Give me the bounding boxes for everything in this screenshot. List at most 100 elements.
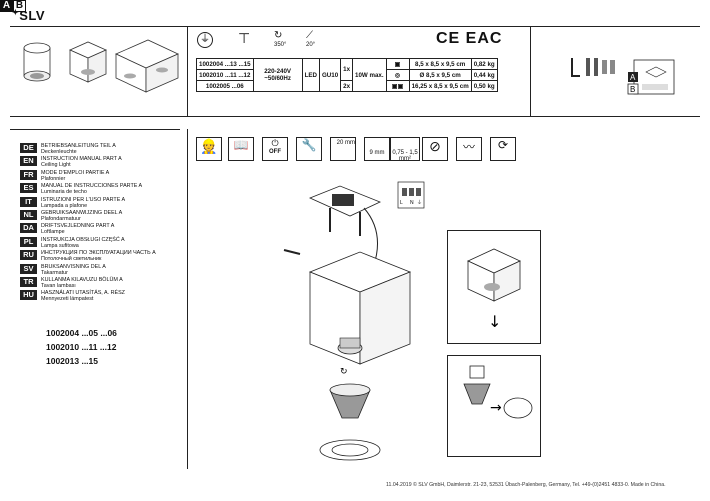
power-rating: 10W max. — [352, 58, 387, 92]
manual-title: INSTRUCTION MANUAL PART A — [41, 156, 122, 163]
manual-title: KULLANMA KILAVUZU BÖLÜM A — [41, 277, 123, 283]
weight: 0,50 kg — [470, 80, 498, 92]
housing-removal-diagram: ↓ — [467, 248, 521, 331]
manual-title: INSTRUKCJA OBSŁUGI CZĘŚĆ A — [41, 236, 125, 243]
table-row: 1002010 ...11 ...12 ◎ Ø 8,5 x 9,5 cm 0,4… — [196, 69, 498, 81]
manual-title: MODE D'EMPLOI PARTIE A — [41, 169, 110, 176]
square-shape-icon: ▣ — [385, 58, 410, 70]
content-divider — [187, 129, 188, 469]
product-name: Plafondarmatuur — [41, 216, 81, 222]
lamp-insert-diagram: → — [463, 365, 533, 419]
header-bottom-divider — [10, 116, 700, 117]
round-shape-icon: ◎ — [385, 69, 410, 81]
down-arrow-icon: ↓ — [488, 312, 501, 331]
model-code: 1002005 ...06 — [196, 80, 254, 92]
language-code: EN — [20, 156, 37, 167]
mounting-bracket — [308, 185, 382, 217]
manual-title: GEBRUIKSAANWIJZING DEEL A — [41, 210, 123, 216]
double-shape-icon: ▣▣ — [385, 80, 410, 92]
product-name: Mennyezeti lámpatest — [41, 296, 94, 303]
right-arrow-icon: → — [490, 400, 502, 416]
product-name: Loftlampe — [41, 229, 65, 236]
model-number: 1002013 ...15 — [46, 356, 98, 366]
rotate-arrow-icon: ↻ — [340, 367, 348, 377]
product-name: Tavan lambası — [41, 283, 76, 289]
manual-title: MANUAL DE INSTRUCCIONES PARTE A — [41, 183, 143, 190]
language-code: RU — [20, 250, 37, 261]
language-code: TR — [20, 277, 37, 287]
table-row: 1002005 ...06 2x ▣▣ 16,25 x 8,5 x 9,5 cm… — [196, 80, 498, 92]
language-code: ES — [20, 183, 37, 194]
terminal-l: L — [400, 200, 403, 206]
gu10-socket — [337, 337, 363, 355]
socket-type: GU10 — [318, 58, 342, 92]
svg-text:A: A — [630, 73, 636, 82]
light-source: LED — [301, 58, 320, 92]
dimensions: 8,5 x 8,5 x 9,5 cm — [408, 58, 472, 70]
tools-icon: 🔧 — [296, 137, 322, 161]
language-code: DE — [20, 143, 37, 153]
header-vdivider-1 — [187, 26, 188, 116]
cover-ring — [319, 439, 381, 461]
language-code: IT — [20, 196, 37, 207]
voltage: 220-240V ~50/60Hz — [252, 58, 303, 92]
lamp-count: 1x — [340, 58, 354, 81]
part-badge: A B — [0, 0, 710, 12]
manual-title: DRIFTSVEJLEDNING PART A — [41, 223, 115, 230]
language-code: NL — [20, 210, 37, 220]
manual-title: BRUKSANVISNING DEL A — [41, 263, 106, 270]
brand-logo: ✦SLV — [12, 8, 46, 23]
detail-panel-1: ↓ — [447, 230, 541, 344]
spec-table: 1002004 ...13 ...15 220-240V ~50/60Hz LE… — [196, 58, 498, 92]
product-name: Lampa sufitowa — [41, 242, 79, 249]
language-code: PL — [20, 236, 37, 247]
terminal-block-icon: L N ⏚ — [397, 181, 425, 209]
terminal-n: N — [410, 200, 414, 206]
connect-icon: ⟳ — [490, 137, 516, 161]
product-name: Потолочный светильник — [41, 256, 102, 263]
footer-legal: 11.04.2019 © SLV GmbH, Daimlerstr. 21-23… — [386, 482, 666, 488]
weight: 0,82 kg — [470, 58, 498, 70]
product-name: Luminaria de techo — [41, 189, 87, 196]
rotate-angle: 350° — [274, 42, 287, 48]
hex-key-icon — [571, 58, 580, 77]
wires-icon: 〰 — [456, 137, 482, 161]
tilt-icon: ⟋ — [306, 30, 313, 41]
badge-a: A — [0, 0, 13, 12]
svg-text:B: B — [630, 85, 635, 94]
read-manual-icon: 📖 — [228, 137, 254, 161]
screws-icon — [586, 58, 615, 76]
model-number: 1002004 ...05 ...06 — [46, 328, 117, 338]
product-name: Ceiling Light — [41, 162, 71, 169]
model-code: 1002010 ...11 ...12 — [196, 69, 254, 81]
manual-title: ISTRUZIONI PER L'USO PARTE A — [41, 196, 126, 203]
manual-book-icon: A B — [627, 59, 675, 95]
terminal-pe: ⏚ — [417, 199, 422, 206]
drill-depth-icon: 20 mm — [330, 137, 356, 161]
product-images — [23, 39, 179, 93]
ceiling-mount-icon: ⊤ — [238, 30, 251, 46]
screws — [283, 208, 361, 255]
language-code: HU — [20, 290, 37, 301]
manual-title: HASZNÁLATI UTASÍTÁS, A. RÉSZ — [41, 290, 125, 297]
square-light-image — [69, 41, 107, 83]
manual-title: BETRIEBSANLEITUNG TEIL A — [41, 143, 116, 149]
product-name: Deckenleuchte — [41, 149, 77, 155]
strip-length-icon: 9 mm — [364, 137, 390, 161]
power-off-icon: ⏻OFF — [262, 137, 288, 161]
lang-divider — [10, 129, 180, 130]
header-vdivider-2 — [530, 26, 531, 116]
dimensions: 16,25 x 8,5 x 9,5 cm — [408, 80, 472, 92]
tilt-angle: 20° — [306, 42, 316, 48]
